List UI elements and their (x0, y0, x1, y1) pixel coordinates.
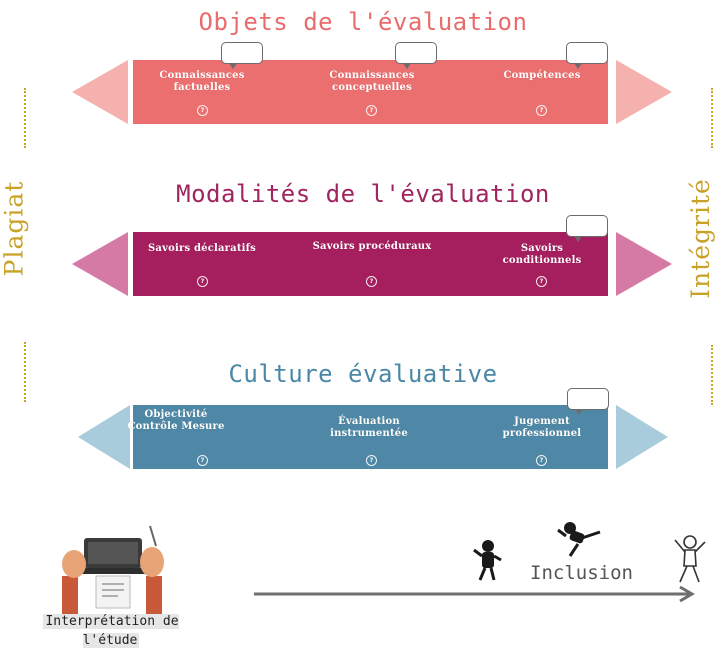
label-savoirs-declaratifs: Savoirs déclaratifs (148, 243, 256, 254)
info-icon[interactable]: ? (536, 455, 547, 466)
label-connaissances-conceptuelles: Connaissances conceptuelles (329, 70, 415, 93)
info-icon[interactable]: ? (536, 105, 547, 116)
left-dotted-line-top (24, 88, 28, 148)
left-arrow-head (78, 405, 130, 469)
section-title-modalites: Modalités de l'évaluation (176, 180, 550, 208)
caption-interpretation: Interprétation de l'étude (20, 612, 202, 650)
laptop-study-illustration-icon (62, 525, 164, 614)
outline-figure-icon (674, 535, 706, 583)
right-arrow-head (616, 60, 672, 124)
left-dotted-line-bottom (24, 342, 28, 402)
left-arrow-head (72, 232, 128, 296)
label-objectivite: Objectivité Contrôle Mesure (127, 409, 225, 432)
comment-bubble-icon[interactable] (221, 42, 263, 69)
label-savoirs-conditionnels: Savoirs conditionnels (502, 243, 582, 266)
info-icon[interactable]: ? (197, 105, 208, 116)
info-icon[interactable]: ? (536, 276, 547, 287)
info-icon[interactable]: ? (197, 455, 208, 466)
info-icon[interactable]: ? (366, 276, 377, 287)
label-jugement-professionnel: Jugement professionnel (502, 416, 582, 439)
jumping-figure-icon (473, 540, 502, 581)
inclusion-arrow (254, 585, 695, 603)
right-dotted-line-top (711, 88, 715, 148)
comment-bubble-icon[interactable] (395, 42, 437, 69)
inclusion-label: Inclusion (530, 562, 633, 584)
right-arrow-head (616, 405, 668, 469)
label-competences: Compétences (503, 70, 581, 81)
caption-text: Interprétation de l'étude (43, 614, 179, 648)
label-evaluation-instrumentee: Évaluation instrumentée (330, 416, 408, 439)
info-icon[interactable]: ? (366, 455, 377, 466)
right-arrow-head (616, 232, 672, 296)
leaping-figure-icon (557, 522, 601, 557)
info-icon[interactable]: ? (366, 105, 377, 116)
section-title-objets: Objets de l'évaluation (198, 8, 528, 36)
right-dotted-line-bottom (711, 345, 715, 405)
comment-bubble-icon[interactable] (566, 42, 608, 69)
section-title-culture: Culture évaluative (228, 360, 498, 388)
info-icon[interactable]: ? (197, 276, 208, 287)
label-savoirs-proceduraux: Savoirs procéduraux (312, 241, 432, 252)
left-arrow-head (72, 60, 128, 124)
comment-bubble-icon[interactable] (567, 388, 609, 415)
label-connaissances-factuelles: Connaissances factuelles (159, 70, 245, 93)
comment-bubble-icon[interactable] (566, 215, 608, 242)
